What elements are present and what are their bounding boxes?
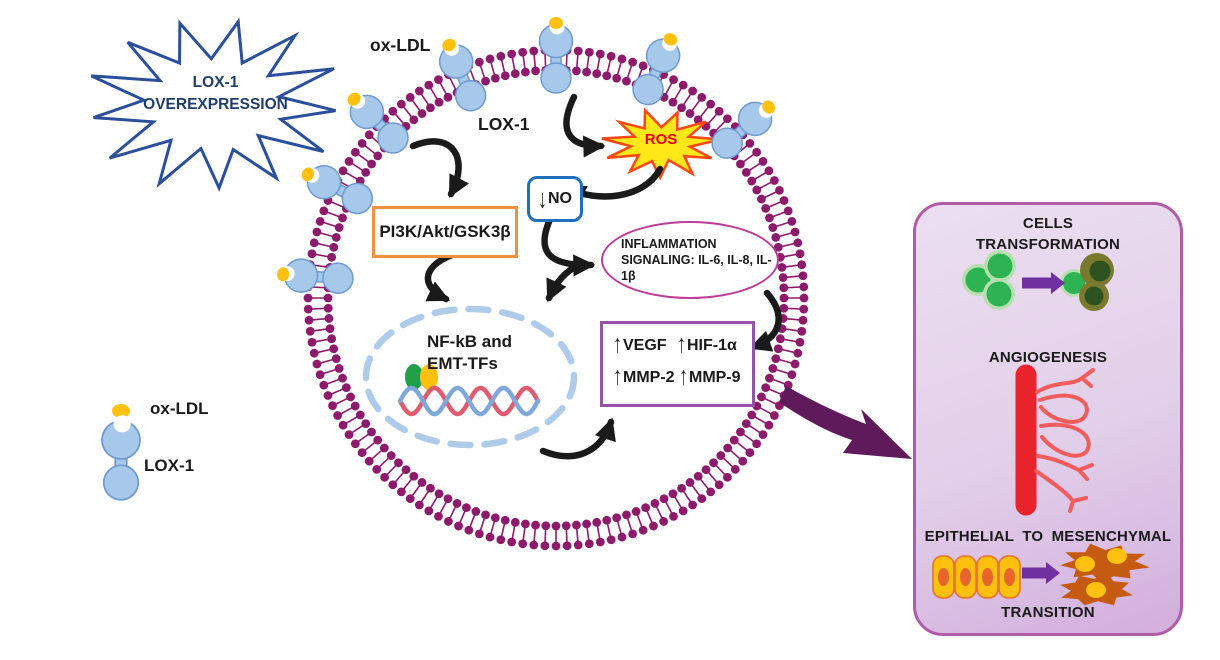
up-arrow-icon: ↑ [677, 329, 686, 359]
oxldl-particle [301, 167, 315, 182]
mmp2-item: ↑MMP-2 [613, 361, 675, 390]
mmp2-label: MMP-2 [623, 369, 675, 386]
lox1-receptor [277, 258, 354, 294]
cell-membrane [303, 45, 809, 551]
cells-transformation-title-1: CELLS [1022, 215, 1074, 232]
lox1-overexpression-label: LOX-1 OVEREXPRESSION [123, 72, 308, 117]
vessel-branch [1035, 368, 1095, 394]
oxldl-particle [442, 38, 457, 52]
vessel-branch [1034, 469, 1088, 513]
lox1-receptor [711, 100, 776, 159]
signal-arrow [545, 259, 587, 303]
lox1-receptor [101, 415, 141, 501]
lox1-receptor [632, 33, 681, 106]
outcome-illustrations [932, 250, 1150, 606]
up-arrow-icon: ↑ [613, 329, 622, 359]
oxldl-particle [762, 100, 776, 114]
normal-cell [986, 281, 1012, 307]
ros-starburst [601, 107, 721, 181]
cells-transformation-title-2: TRANSFORMATION [975, 236, 1121, 253]
oxldl-particle [347, 92, 361, 106]
normal-cell [965, 267, 991, 293]
signal-arrow [563, 93, 606, 158]
no-decrease-node: ↓ NO [527, 176, 583, 222]
nucleus-tf-label: NF-kB and EMT-TFs [427, 331, 512, 375]
legend-symbols [101, 404, 141, 501]
overexpression-starburst [90, 17, 336, 192]
legend-lox1-label: LOX-1 [144, 456, 195, 475]
lox1-receptors [277, 17, 776, 294]
legend-oxldl-label: ox-LDL [150, 399, 209, 418]
no-label: NO [548, 190, 572, 207]
mesenchymal-cell [1060, 543, 1150, 584]
outcome-arrow [779, 386, 912, 459]
transition-arrow-icon [1022, 562, 1060, 584]
oxldl-particle [549, 17, 563, 29]
vessel-branch [1036, 454, 1094, 481]
vegf-item: ↑VEGF [613, 329, 667, 358]
up-arrow-icon: ↑ [679, 361, 688, 391]
signal-arrow [539, 417, 616, 460]
vessel-branch [1039, 422, 1091, 458]
effectors-node: ↑VEGF ↑HIF-1α ↑MMP-2 ↑MMP-9 [600, 321, 755, 407]
dna-strand [397, 385, 541, 417]
vegf-label: VEGF [623, 337, 667, 354]
emt-tfs-label: EMT-TFs [427, 354, 498, 374]
angiogenesis-title: ANGIOGENESIS [988, 349, 1108, 366]
emt-title: EPITHELIAL TO MESENCHYMAL [924, 528, 1172, 545]
up-arrow-icon: ↑ [613, 361, 622, 391]
lox1-label: LOX-1 [478, 114, 530, 134]
normal-cell [987, 253, 1013, 279]
nucleus [362, 305, 578, 449]
lox1-receptor [538, 17, 574, 94]
starburst-shapes [90, 17, 721, 192]
hif1a-label: HIF-1α [687, 337, 737, 354]
ros-label: ROS [644, 131, 678, 148]
lox1-receptor [301, 164, 374, 215]
tf-green-oval [405, 364, 423, 390]
signal-arrow [748, 289, 782, 352]
mmp9-item: ↑MMP-9 [679, 361, 741, 390]
transition-arrow-icon [1022, 272, 1065, 294]
lox1-receptor [347, 92, 409, 154]
inflammation-signaling-node: INFLAMMATION SIGNALING: IL-6, IL-8, IL-1… [601, 221, 779, 299]
membrane-to-panel-arrow [779, 386, 912, 459]
hif1a-item: ↑HIF-1α [677, 329, 737, 358]
lox1-overexpression-line1: LOX-1 [192, 74, 239, 91]
tf-yellow-oval [420, 364, 438, 390]
transition-title: TRANSITION [1001, 604, 1095, 621]
normal-cell [1063, 272, 1085, 294]
pi3k-akt-gsk3b-node: PI3K/Akt/GSK3β [372, 206, 518, 258]
down-arrow-icon: ↓ [538, 183, 547, 213]
legend-oxldl-icon [112, 404, 130, 418]
lox1-overexpression-line2: OVEREXPRESSION [143, 96, 288, 114]
oxldl-particle [277, 267, 290, 282]
nuclear-envelope [362, 305, 578, 449]
signal-arrow [424, 251, 456, 303]
mmp9-label: MMP-9 [689, 369, 741, 386]
lox1-receptor [438, 38, 487, 112]
vessel-branch [1038, 393, 1089, 424]
signal-arrow [409, 138, 470, 198]
nfkb-label: NF-kB and [427, 332, 512, 351]
oxldl-label: ox-LDL [370, 35, 431, 55]
oxldl-particle [663, 33, 678, 46]
signal-arrow [541, 213, 596, 277]
